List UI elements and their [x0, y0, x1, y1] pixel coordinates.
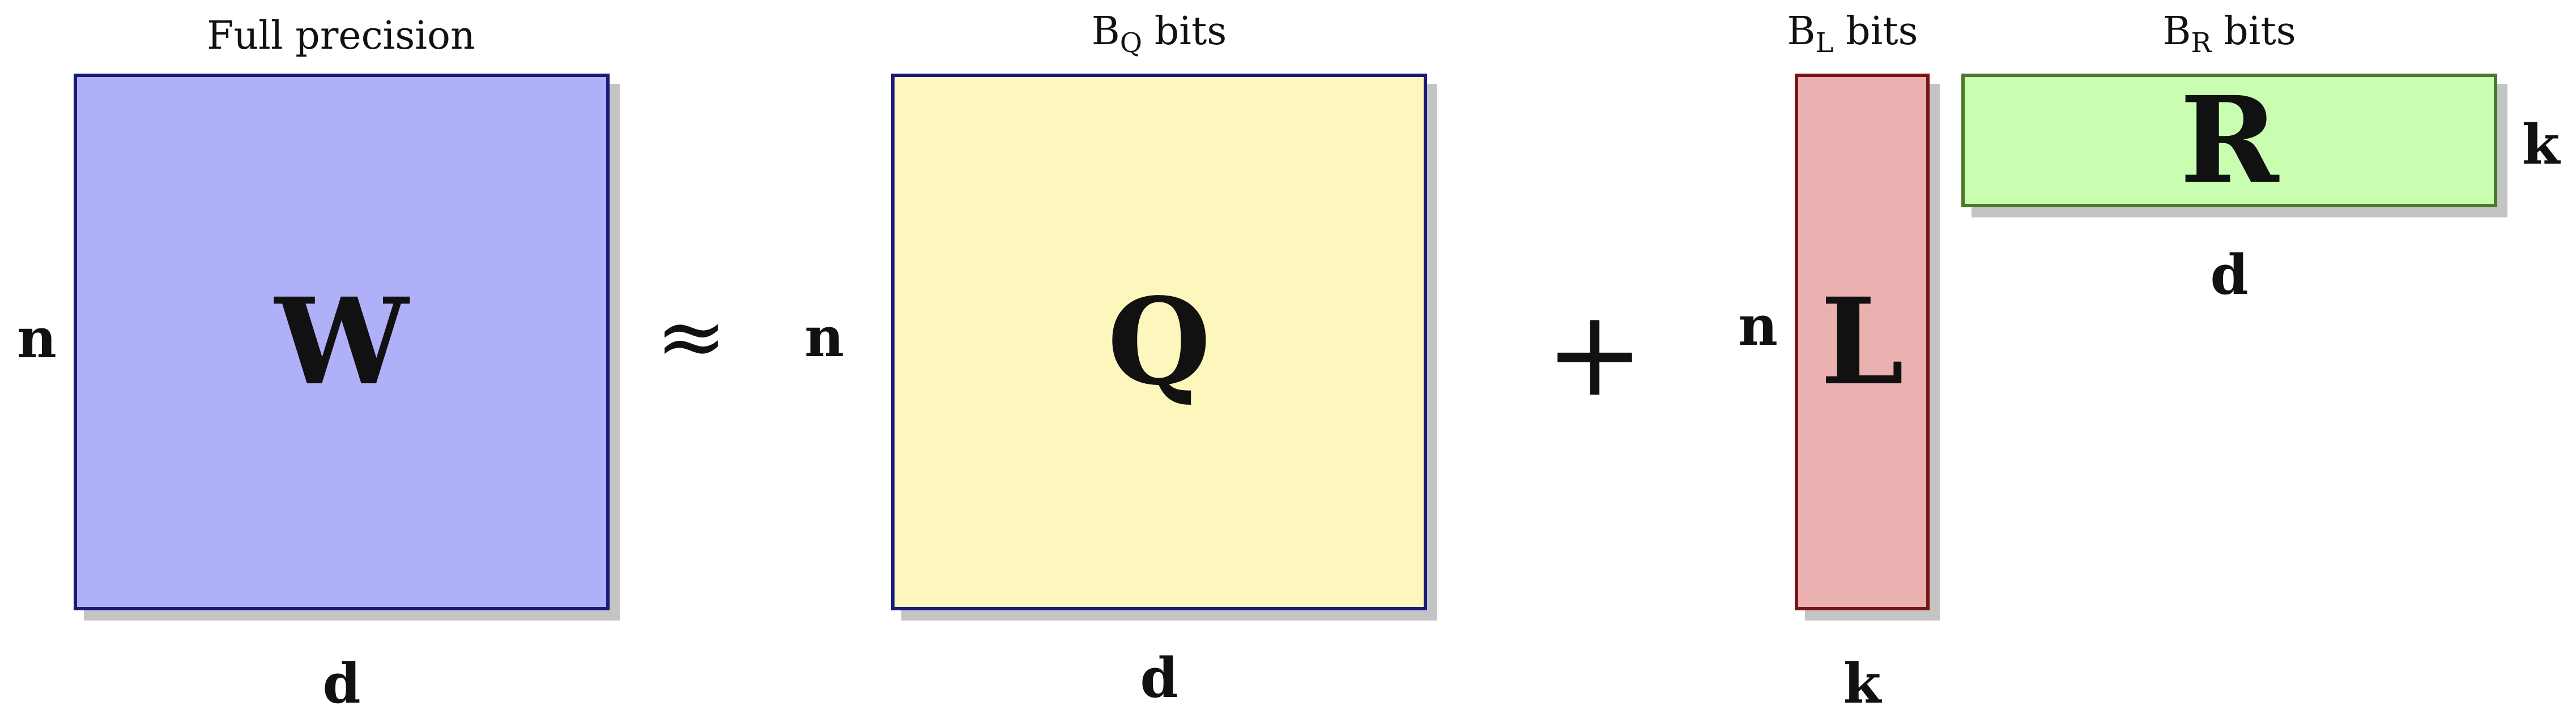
l-caption-subscript: L: [1815, 27, 1834, 59]
q-row-dimension: n: [804, 305, 844, 369]
plus-operator: +: [1545, 284, 1645, 423]
w-matrix: W: [74, 74, 610, 610]
l-row-dimension: n: [1738, 294, 1778, 358]
r-matrix: R: [1961, 74, 2497, 207]
r-caption-subscript: R: [2191, 27, 2212, 59]
w-row-dimension: n: [17, 306, 57, 370]
q-column-dimension: d: [1140, 646, 1178, 710]
r-caption: BR bits: [1961, 9, 2497, 57]
r-row-dimension: k: [2522, 113, 2560, 177]
r-caption-base: B: [2162, 9, 2191, 54]
approx-operator: ≈: [655, 288, 727, 386]
l-column-dimension: k: [1843, 652, 1881, 716]
q-matrix: Q: [891, 74, 1427, 610]
w-column-dimension: d: [322, 652, 361, 716]
q-caption-subscript: Q: [1119, 27, 1143, 59]
r-caption-suffix: bits: [2211, 9, 2296, 54]
r-matrix-letter: R: [2179, 70, 2279, 210]
l-matrix: L: [1795, 74, 1930, 610]
w-caption-text: Full precision: [207, 14, 475, 58]
l-matrix-letter: L: [1820, 272, 1904, 412]
l-caption: BL bits: [1768, 9, 1938, 57]
r-column-dimension: d: [2210, 243, 2249, 307]
q-matrix-letter: Q: [1107, 272, 1211, 412]
l-caption-suffix: bits: [1833, 9, 1918, 54]
w-matrix-letter: W: [275, 272, 408, 412]
w-caption: Full precision: [74, 17, 608, 55]
q-caption-suffix: bits: [1142, 9, 1227, 54]
l-caption-base: B: [1787, 9, 1816, 54]
q-caption-base: B: [1091, 9, 1120, 54]
q-caption: BQ bits: [891, 9, 1427, 57]
